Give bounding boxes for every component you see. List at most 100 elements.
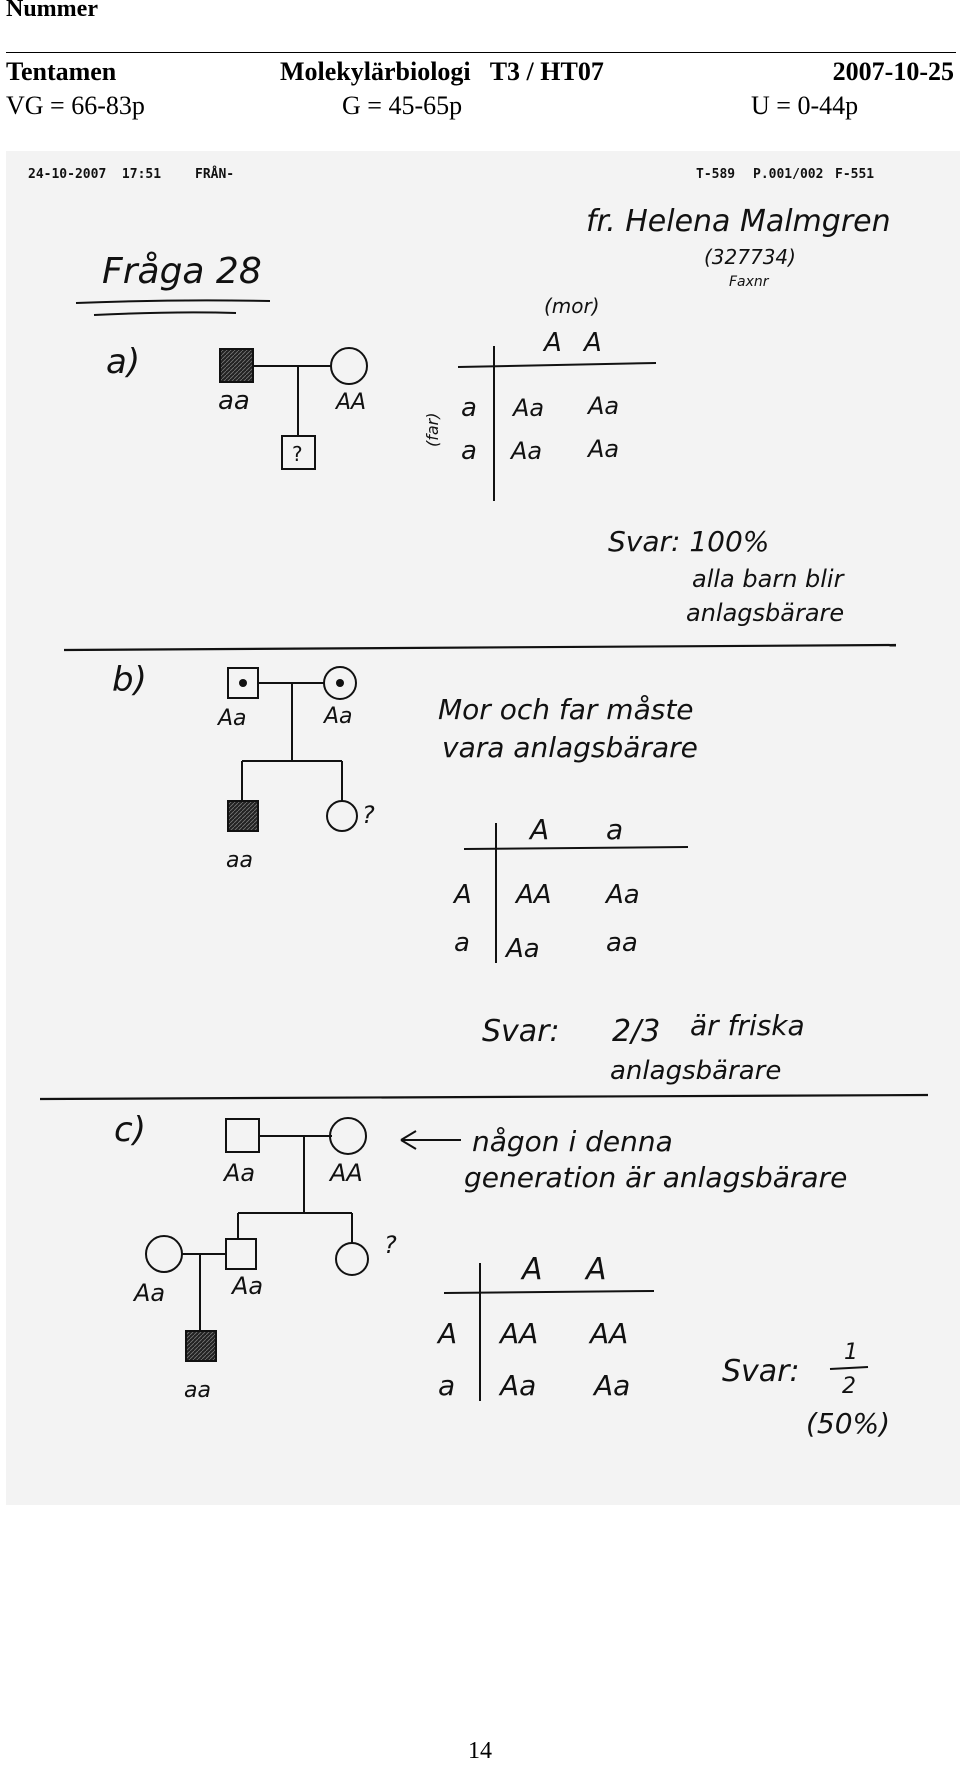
sender-name: fr. Helena Malmgren xyxy=(586,204,891,239)
punnett-a-cell-1-1: Aa xyxy=(511,394,544,422)
part-a-label: a) xyxy=(106,342,140,382)
scanned-answer-sheet: 24-10-2007 17:51 FRÅN- T-589 P.001/002 F… xyxy=(6,151,960,1505)
pedigree-c-grandchild-genotype: aa xyxy=(184,1378,211,1403)
pedigree-c-grandmother-genotype: AA xyxy=(328,1159,363,1187)
punnett-a-cell-2-1: Aa xyxy=(509,437,542,465)
pedigree-a-father-affected xyxy=(219,348,254,383)
pedigree-b-father-genotype: Aa xyxy=(216,706,247,731)
pedigree-b-father-carrier-dot xyxy=(239,679,247,687)
answer-c-prefix: Svar: xyxy=(722,1354,800,1389)
fax-datetime: 24-10-2007 17:51 xyxy=(28,167,161,182)
punnett-b-row-2-header: a xyxy=(454,928,470,958)
handwritten-solution: 24-10-2007 17:51 FRÅN- T-589 P.001/002 F… xyxy=(28,166,929,1440)
punnett-c-cell-1-1: AA xyxy=(498,1317,538,1350)
exam-date: 2007-10-25 xyxy=(832,57,954,86)
punnett-b-row-1-header: A xyxy=(452,880,472,910)
punnett-b-cell-2-2: aa xyxy=(606,928,638,958)
punnett-b-cell-1-1: AA xyxy=(514,880,552,910)
punnett-b-col-1: A xyxy=(528,813,549,846)
fax-page: P.001/002 xyxy=(753,167,823,182)
punnett-c-cell-2-2: Aa xyxy=(592,1369,630,1402)
pedigree-c-son-genotype: Aa xyxy=(230,1272,263,1300)
pedigree-c-grandchild-affected xyxy=(185,1330,217,1362)
answer-a-line-3: anlagsbärare xyxy=(686,599,844,627)
punnett-c-cell-1-2: AA xyxy=(588,1317,628,1350)
punnett-a-row-2-header: a xyxy=(461,436,477,466)
punnett-a-father-tag: (far) xyxy=(423,413,442,448)
title-underline-2 xyxy=(93,311,237,316)
answer-b-line-2: anlagsbärare xyxy=(610,1056,781,1086)
answer-c-numerator: 1 xyxy=(844,1340,858,1365)
note-c-line-2: generation är anlagsbärare xyxy=(464,1161,847,1194)
punnett-b-cell-2-1: Aa xyxy=(504,934,540,964)
pedigree-b-daughter-unknown: ? xyxy=(362,801,375,829)
grade-vg: VG = 66-83p xyxy=(6,91,145,120)
punnett-c-hline xyxy=(443,1290,655,1294)
pedigree-c-wife xyxy=(145,1235,183,1273)
grade-u: U = 0-44p xyxy=(751,91,859,120)
pedigree-a-father-genotype: aa xyxy=(218,386,250,416)
divider-b-c xyxy=(39,1093,929,1101)
fax-from: FRÅN- xyxy=(195,166,234,182)
pedigree-b-daughter xyxy=(326,800,358,832)
part-c-label: c) xyxy=(114,1110,146,1150)
pedigree-a-mother xyxy=(330,347,368,385)
nummer-field-label: Nummer xyxy=(6,0,98,22)
punnett-a-cell-2-2: Aa xyxy=(586,435,619,463)
pedigree-c-grandfather xyxy=(225,1118,260,1153)
punnett-a-col-2: A xyxy=(582,328,602,358)
pedigree-c-daughter xyxy=(335,1242,369,1276)
pedigree-c-grandfather-genotype: Aa xyxy=(222,1159,255,1187)
punnett-a-col-1: A xyxy=(542,328,562,358)
sender-fax-label: Faxnr xyxy=(729,274,770,290)
punnett-c-cell-2-1: Aa xyxy=(498,1369,536,1402)
answer-c-percent: (50%) xyxy=(806,1407,890,1440)
punnett-b-hline xyxy=(463,846,689,850)
answer-c-denominator: 2 xyxy=(842,1374,856,1399)
pedigree-b-mother-genotype: Aa xyxy=(322,704,353,729)
pedigree-c-son xyxy=(225,1238,257,1270)
pedigree-b-mother-carrier xyxy=(323,666,357,700)
part-b-label: b) xyxy=(112,660,147,700)
punnett-a-cell-1-2: Aa xyxy=(586,392,619,420)
sender-number: (327734) xyxy=(704,245,796,269)
fax-code: F-551 xyxy=(835,167,874,182)
punnett-c-row-1-header: A xyxy=(436,1317,457,1350)
page-number: 14 xyxy=(468,1738,492,1764)
exam-label: Tentamen xyxy=(6,57,117,86)
question-title: Fråga 28 xyxy=(102,251,262,292)
answer-b-fraction: 2/3 xyxy=(612,1014,660,1049)
pedigree-c-grandmother xyxy=(329,1117,367,1155)
answer-c-fraction-bar xyxy=(829,1366,869,1370)
pedigree-b-son-genotype: aa xyxy=(226,848,253,873)
punnett-a-hline xyxy=(457,362,657,368)
pedigree-a-child xyxy=(281,435,316,470)
course-title: Molekylärbiologi T3 / HT07 xyxy=(280,57,604,86)
pedigree-c-daughter-unknown: ? xyxy=(384,1231,397,1259)
grade-g: G = 45-65p xyxy=(342,91,463,120)
punnett-c-col-2: A xyxy=(584,1252,607,1287)
pedigree-c-wife-genotype: Aa xyxy=(132,1279,165,1307)
answer-b-prefix: Svar: xyxy=(482,1014,560,1049)
punnett-b-col-2: a xyxy=(606,813,623,846)
title-underline xyxy=(75,299,271,304)
punnett-c-col-1: A xyxy=(520,1252,543,1287)
punnett-c-row-2-header: a xyxy=(438,1369,455,1402)
punnett-b-cell-1-2: Aa xyxy=(604,880,640,910)
header-rule xyxy=(6,52,956,53)
note-b-line-1: Mor och far måste xyxy=(438,693,694,726)
answer-b-text: är friska xyxy=(690,1009,805,1042)
fax-id: T-589 xyxy=(696,167,735,182)
divider-a-b xyxy=(63,643,897,652)
punnett-a-row-1-header: a xyxy=(461,393,477,423)
pedigree-a-mother-genotype: AA xyxy=(334,390,366,415)
pedigree-a-child-unknown: ? xyxy=(292,442,303,466)
punnett-a-mother-tag: (mor) xyxy=(544,294,600,318)
note-c-line-1: någon i denna xyxy=(472,1125,673,1158)
arrow-left-icon xyxy=(400,1130,461,1150)
note-b-line-2: vara anlagsbärare xyxy=(442,731,698,764)
answer-a-line-1: Svar: 100% xyxy=(608,525,769,558)
pedigree-b-son-affected xyxy=(227,800,259,832)
answer-a-line-2: alla barn blir xyxy=(692,565,846,593)
pedigree-b-mother-carrier-dot xyxy=(336,679,344,687)
